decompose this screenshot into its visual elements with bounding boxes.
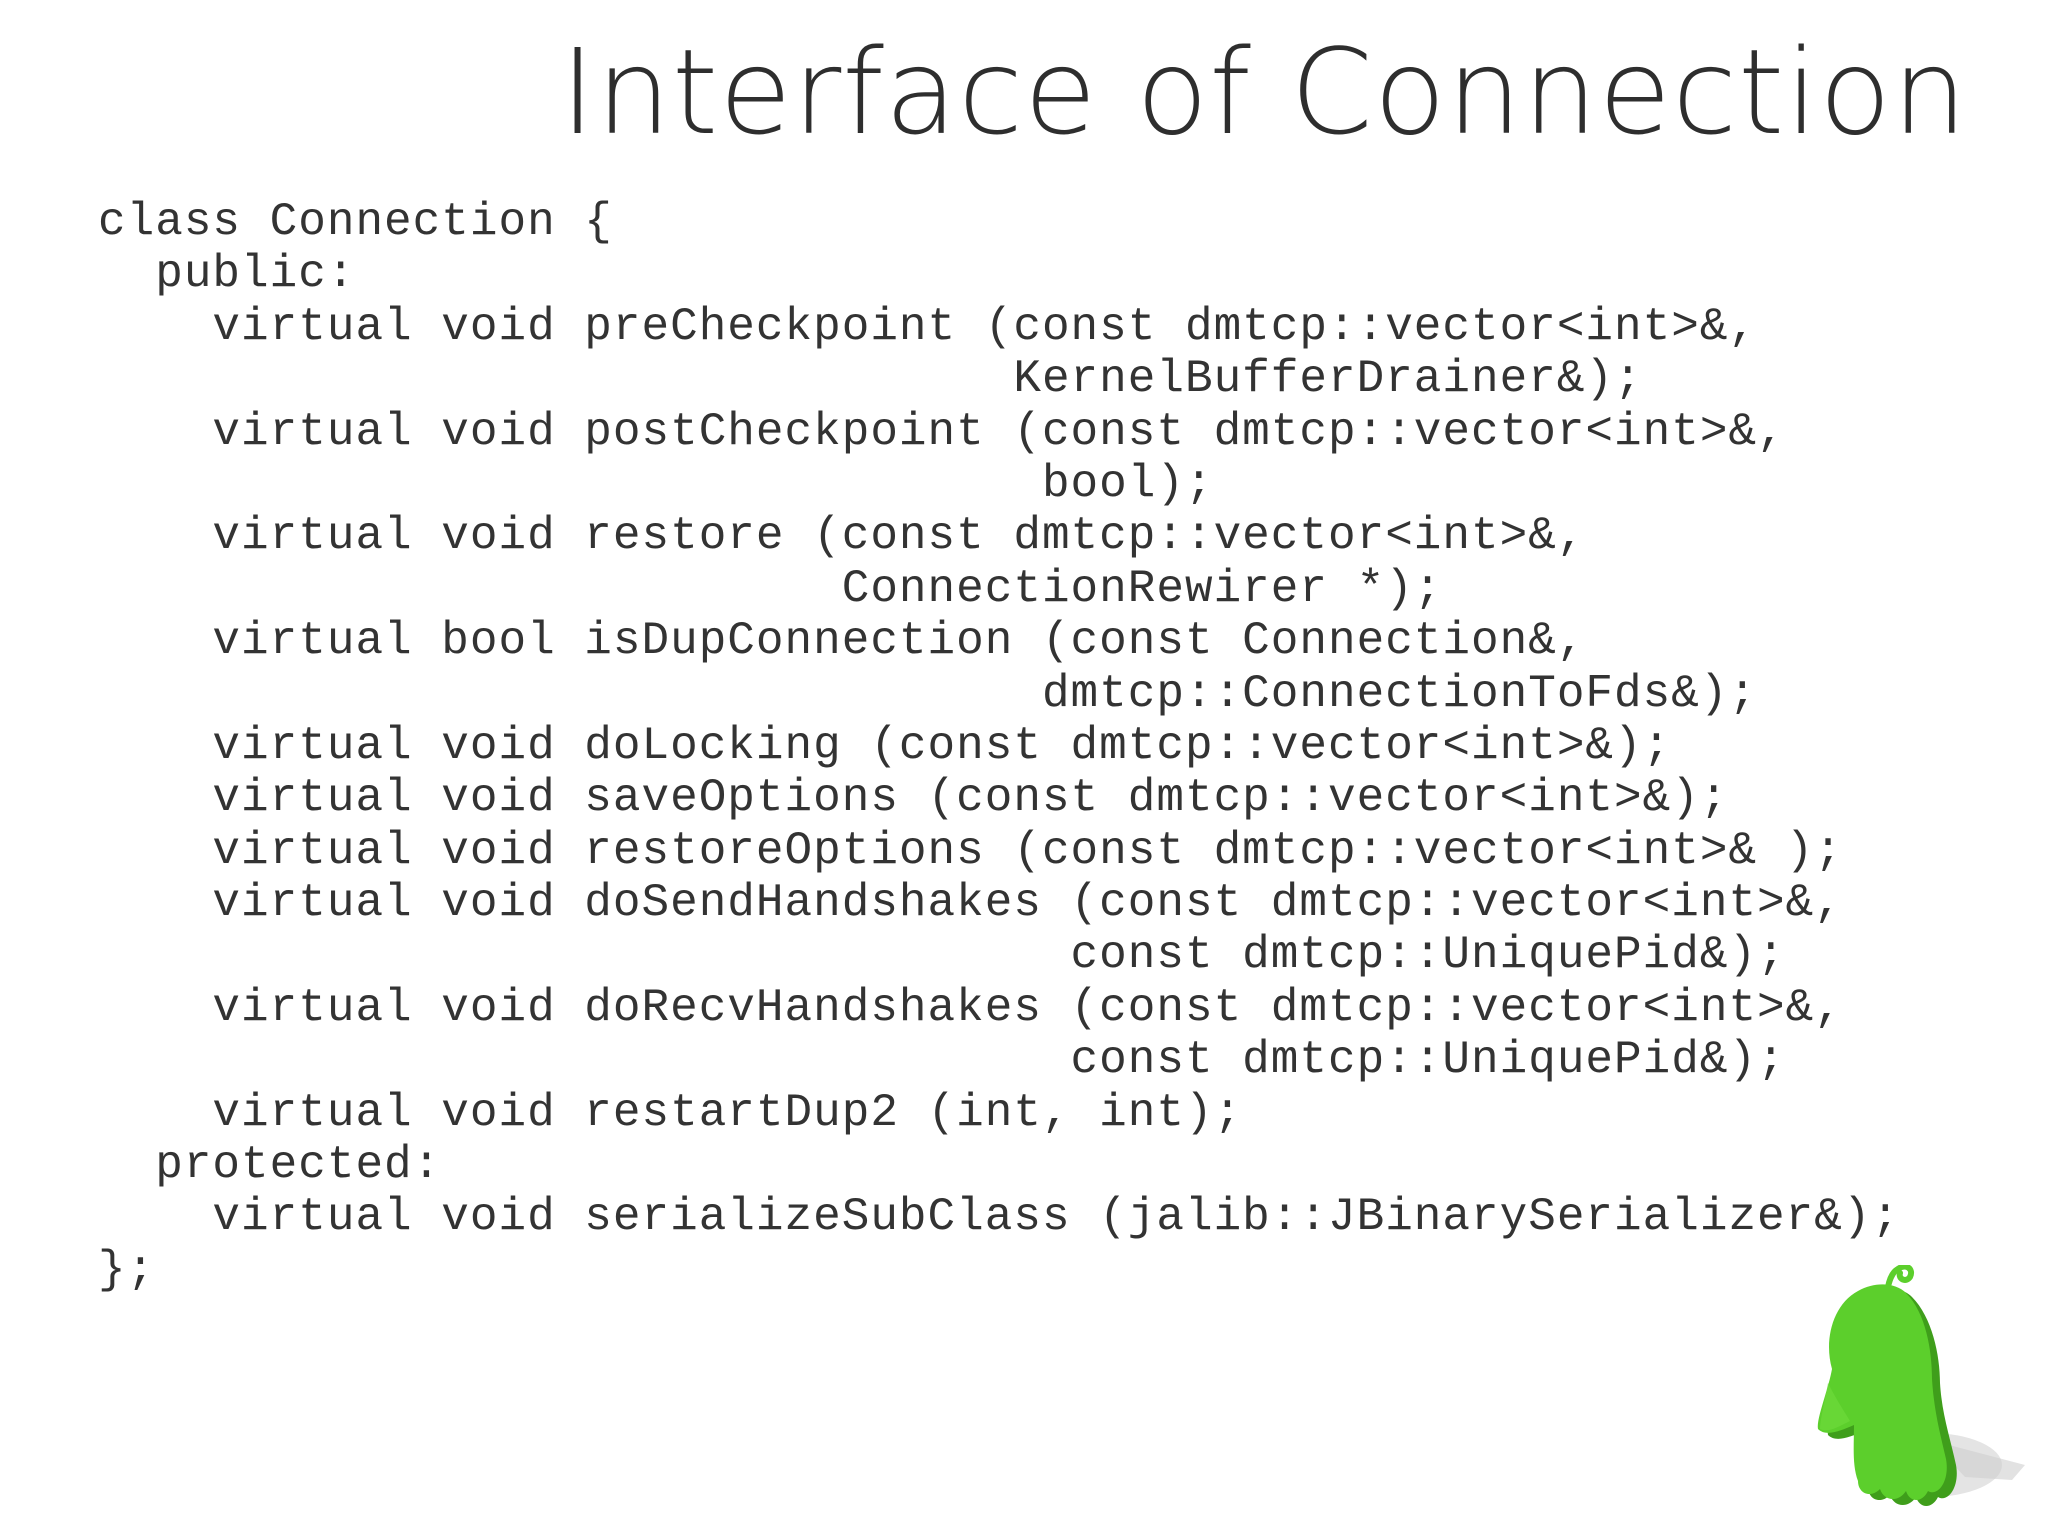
code-line: ConnectionRewirer *);: [98, 562, 1443, 615]
code-line: virtual void restartDup2 (int, int);: [98, 1086, 1243, 1139]
code-line: virtual void serializeSubClass (jalib::J…: [98, 1191, 1901, 1244]
code-line: virtual void postCheckpoint (const dmtcp…: [98, 405, 1786, 458]
code-line: virtual bool isDupConnection (const Conn…: [98, 615, 1586, 668]
slide-title: Interface of Connection: [560, 23, 1968, 161]
code-line: KernelBufferDrainer&);: [98, 353, 1643, 406]
code-line: class Connection {: [98, 196, 613, 248]
code-line: virtual void saveOptions (const dmtcp::v…: [98, 772, 1729, 825]
code-line: public:: [98, 248, 356, 301]
code-line: virtual void preCheckpoint (const dmtcp:…: [98, 300, 1758, 353]
code-line: dmtcp::ConnectionToFds&);: [98, 667, 1758, 720]
green-ghost-mascot-icon: [1817, 1265, 2025, 1506]
code-line: virtual void doSendHandshakes (const dmt…: [98, 877, 1843, 930]
code-line: };: [98, 1243, 156, 1296]
code-block: class Connection { public: virtual void …: [98, 196, 1900, 1296]
code-line: virtual void doLocking (const dmtcp::vec…: [98, 719, 1672, 772]
code-line: virtual void doRecvHandshakes (const dmt…: [98, 981, 1843, 1034]
code-line: const dmtcp::UniquePid&);: [98, 929, 1786, 982]
code-line: const dmtcp::UniquePid&);: [98, 1034, 1786, 1087]
code-line: virtual void restore (const dmtcp::vecto…: [98, 510, 1586, 563]
code-line: virtual void restoreOptions (const dmtcp…: [98, 824, 1843, 877]
code-line: protected:: [98, 1139, 442, 1192]
code-line: bool);: [98, 457, 1214, 510]
